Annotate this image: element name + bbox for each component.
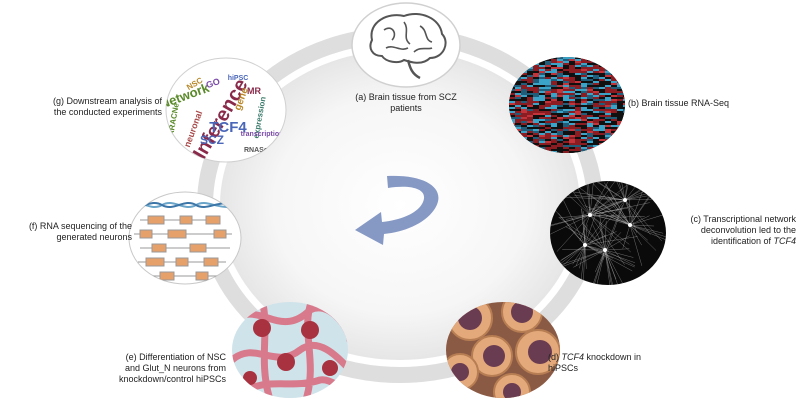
step-e-label: (e) Differentiation of NSC and Glut_N ne… <box>96 352 226 385</box>
step-g-line-2: the conducted experiments <box>53 107 162 117</box>
word-cloud-icon: InferenceTCF4NetworkSCZgeneGORNASeqhiPSC… <box>165 57 287 163</box>
cycle-direction-arrow <box>355 175 439 245</box>
step-c-line-3: identification of TCF4 <box>710 236 796 246</box>
cells-icon <box>446 302 560 398</box>
step-b-label: (b) Brain tissue RNA-Seq <box>628 98 778 109</box>
word-cloud-word: transcription <box>241 131 284 138</box>
word-cloud-word: RNASeq <box>244 147 272 154</box>
step-c-line-2: deconvolution led to the <box>700 225 796 235</box>
step-g-label: (g) Downstream analysis of the conducted… <box>22 96 162 118</box>
step-a-line-2: patients <box>390 103 422 113</box>
step-b-line-1: (b) Brain tissue RNA-Seq <box>628 98 730 108</box>
word-cloud-word: TCF4 <box>209 119 247 136</box>
step-e-line-3: knockdown/control hiPSCs <box>118 374 226 384</box>
brain-icon <box>351 2 461 88</box>
network-icon <box>550 181 666 285</box>
word-cloud-word: hiPSC <box>228 75 249 82</box>
step-g-line-1: (g) Downstream analysis of <box>52 96 162 106</box>
step-d-line-1: (d) TCF4 knockdown in <box>548 352 642 362</box>
step-a-line-1: (a) Brain tissue from SCZ <box>355 92 457 102</box>
step-c-line-1: (c) Transcriptional network <box>690 214 796 224</box>
step-f-line-2: generated neurons <box>56 232 132 242</box>
word-cloud-word: SCZ <box>200 133 224 147</box>
dna-icon <box>128 191 242 285</box>
cycle-center <box>220 50 580 360</box>
step-a-label: (a) Brain tissue from SCZ patients <box>335 92 477 114</box>
step-e-line-1: (e) Differentiation of NSC <box>125 352 226 362</box>
word-cloud-word: MR <box>247 86 261 96</box>
neurons-icon <box>232 302 348 398</box>
step-e-line-2: and Glut_N neurons from <box>124 363 226 373</box>
step-c-label: (c) Transcriptional network deconvolutio… <box>656 214 796 247</box>
step-d-label: (d) TCF4 knockdown in hiPSCs <box>548 352 678 374</box>
step-f-line-1: (f) RNA sequencing of the <box>28 221 132 231</box>
word-cloud-word: GO <box>205 76 222 90</box>
step-f-label: (f) RNA sequencing of the generated neur… <box>4 221 132 243</box>
step-d-line-2: hiPSCs <box>548 363 579 373</box>
